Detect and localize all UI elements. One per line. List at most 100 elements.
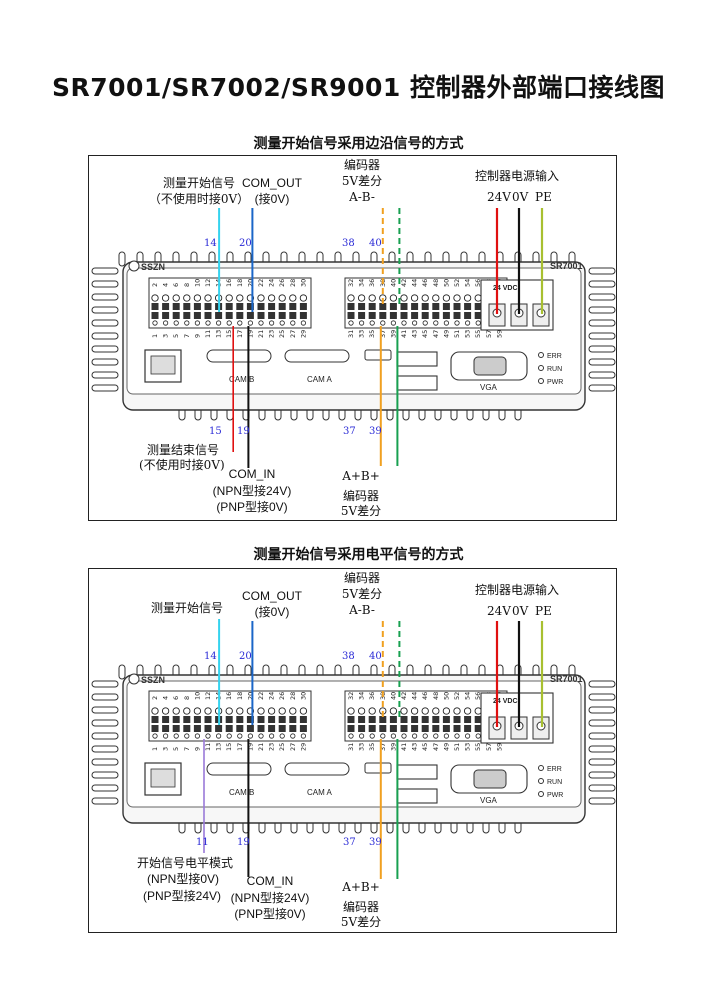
- wire-number-39: 39: [369, 426, 382, 437]
- pin-label: 53: [464, 743, 472, 751]
- pin-label: 39: [389, 330, 397, 338]
- pin-label: 18: [236, 279, 244, 287]
- pin-label: 54: [464, 692, 472, 700]
- terminal-screw: [204, 707, 212, 715]
- pin-label: 11: [204, 743, 212, 751]
- cooling-fin: [91, 384, 119, 392]
- power-input-label: 控制器电源输入: [475, 583, 560, 597]
- pin-label: 33: [358, 330, 366, 338]
- terminal-screw: [172, 707, 180, 715]
- terminal-screw: [299, 707, 308, 715]
- terminal-slot: [400, 725, 408, 732]
- pin-label: 13: [215, 743, 223, 751]
- pin-label: 2: [151, 283, 159, 287]
- cam-b-port: [206, 349, 272, 363]
- cam-b-label: CAM B: [229, 788, 254, 797]
- terminal-screw: [183, 294, 191, 302]
- terminal-screw: [369, 733, 375, 739]
- pin-label: 45: [421, 743, 429, 751]
- terminal-slot: [172, 725, 180, 732]
- pin-label: 52: [453, 692, 461, 700]
- cooling-fin: [91, 280, 119, 288]
- pin-label: 28: [289, 692, 297, 700]
- cooling-fin: [91, 693, 119, 701]
- terminal-slot: [299, 716, 307, 723]
- wiring-panel-edge-signal: SSZNSR7001246810121416182022242628303234…: [88, 155, 617, 521]
- pin-label: 48: [432, 692, 440, 700]
- terminal-screw: [269, 320, 275, 326]
- cooling-fin: [91, 267, 119, 275]
- cooling-fin: [91, 293, 119, 301]
- terminal-screw: [237, 320, 243, 326]
- terminal-screw: [400, 294, 408, 302]
- terminal-screw: [400, 707, 408, 715]
- pin-label: 17: [236, 743, 244, 751]
- terminal-slot: [257, 303, 265, 310]
- pin-label: 32: [347, 692, 355, 700]
- cam-a-label: CAM A: [307, 375, 333, 384]
- terminal-screw: [453, 707, 461, 715]
- terminal-slot: [278, 303, 286, 310]
- pin-label: 22: [257, 692, 265, 700]
- wire-number-14: 14: [204, 238, 217, 249]
- pin-label: 29: [299, 330, 307, 338]
- terminal-slot: [268, 725, 276, 732]
- pin-label: 8: [183, 696, 191, 700]
- brand-logo-icon: [128, 673, 140, 685]
- encoder-bottom-ab-label: A+B+: [342, 469, 380, 483]
- terminal-screw: [278, 707, 286, 715]
- pin-label: 6: [172, 283, 180, 287]
- wire-number-11: 11: [196, 837, 209, 848]
- cooling-fin: [588, 784, 616, 792]
- section-2-subtitle: 测量开始信号采用电平信号的方式: [253, 547, 464, 563]
- terminal-screw: [205, 320, 211, 326]
- cooling-fin: [91, 784, 119, 792]
- terminal-screw: [151, 294, 159, 302]
- terminal-screw: [257, 294, 265, 302]
- terminal-screw: [454, 733, 460, 739]
- pin-label: 31: [347, 743, 355, 751]
- cooling-fin: [588, 384, 616, 392]
- terminal-screw: [422, 320, 428, 326]
- end-signal-label: 测量结束信号: [147, 443, 220, 457]
- terminal-slot: [278, 725, 286, 732]
- pin-label: 49: [442, 330, 450, 338]
- cooling-fin: [588, 732, 616, 740]
- terminal-slot: [453, 725, 461, 732]
- terminal-screw: [267, 707, 276, 715]
- terminal-slot: [236, 716, 244, 723]
- usb-port: [396, 764, 438, 780]
- terminal-slot: [204, 725, 212, 732]
- terminal-screw: [279, 733, 285, 739]
- cam-a-port: [284, 762, 350, 776]
- terminal-screw: [279, 320, 285, 326]
- power-24v-label: 24V: [487, 190, 511, 204]
- pin-label: 2: [151, 696, 159, 700]
- terminal-slot: [299, 312, 307, 319]
- pin-label: 17: [236, 330, 244, 338]
- cooling-fin: [91, 732, 119, 740]
- terminal-slot: [183, 725, 191, 732]
- cooling-fin: [588, 680, 616, 688]
- terminal-slot: [162, 303, 170, 310]
- encoder-bottom-label: 编码器: [342, 489, 379, 503]
- terminal-slot: [358, 312, 366, 319]
- pin-label: 26: [278, 279, 286, 287]
- terminal-screw: [290, 320, 296, 326]
- com-in-pnp-note: (PNP型接0V): [234, 907, 306, 921]
- terminal-slot: [172, 716, 180, 723]
- terminal-slot: [389, 725, 397, 732]
- terminal-screw: [205, 733, 211, 739]
- terminal-screw: [194, 320, 201, 326]
- led-pwr: [538, 791, 544, 797]
- pin-label: 32: [347, 279, 355, 287]
- terminal-slot: [246, 303, 254, 310]
- power-0v-label: 0V: [512, 190, 529, 204]
- terminal-slot: [193, 312, 201, 319]
- terminal-slot: [289, 303, 297, 310]
- led-pwr: [538, 378, 544, 384]
- pin-label: 59: [495, 743, 503, 751]
- pin-label: 7: [183, 334, 191, 338]
- pin-label: 41: [400, 330, 408, 338]
- terminal-slot: [464, 716, 472, 723]
